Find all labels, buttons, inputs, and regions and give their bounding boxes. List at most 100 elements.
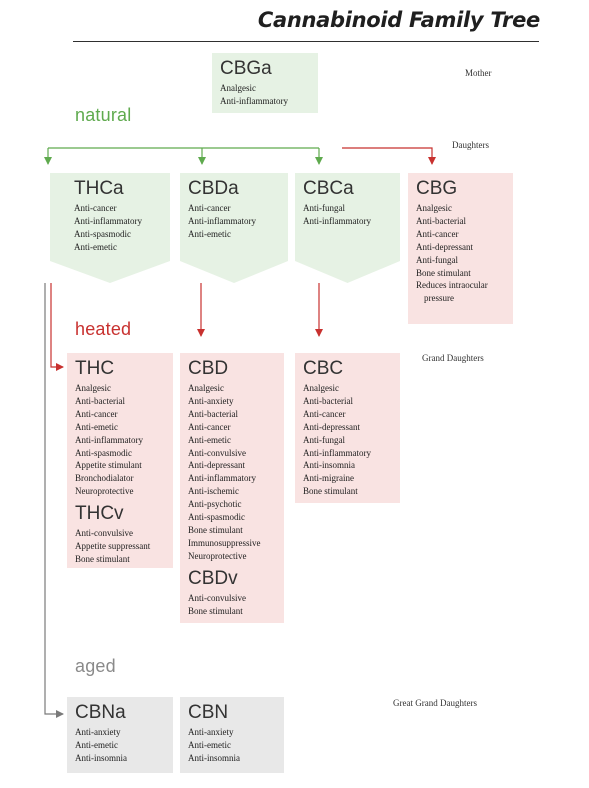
property-item: Anti-anxiety <box>188 727 234 737</box>
property-item: Anti-bacterial <box>303 395 353 406</box>
arrow-thca-to-thc <box>50 283 64 371</box>
property-list: Analgesic Anti-inflammatory <box>220 82 310 108</box>
property-item: Anti-inflammatory <box>303 215 371 226</box>
property-item: Anti-spasmodic <box>75 447 132 458</box>
property-item: Bone stimulant <box>303 486 358 497</box>
compound-box-cbd: CBD Analgesic Anti-anxiety Anti-bacteria… <box>180 353 284 623</box>
property-item: Bone stimulant <box>188 605 243 616</box>
generation-label-heated: heated <box>75 319 132 339</box>
compound-name-thcv: THCv <box>75 503 124 525</box>
property-item: Anti-emetic <box>75 421 118 432</box>
arrow-thca-to-cbna <box>44 283 64 718</box>
property-item: Anti-inflammatory <box>74 215 142 226</box>
property-list: Analgesic Anti-anxiety Anti-bacterial An… <box>188 382 276 563</box>
generation-label-natural: natural <box>75 105 132 125</box>
property-item: Anti-depressant <box>188 460 245 471</box>
property-item: Bone stimulant <box>75 553 130 564</box>
compound-box-cbga: CBGa Analgesic Anti-inflammatory <box>212 53 318 113</box>
property-item: Anti-cancer <box>74 203 117 213</box>
compound-box-thca: THCa Anti-cancer Anti-inflammatory Anti-… <box>50 173 170 283</box>
property-item: Anti-migraine <box>303 473 354 484</box>
generation-label-aged: aged <box>75 656 116 676</box>
property-item: Anti-depressant <box>416 241 473 252</box>
property-item: Anti-depressant <box>303 421 360 432</box>
property-item: Anti-spasmodic <box>188 512 245 523</box>
property-item: Analgesic <box>75 383 111 393</box>
property-item: Anti-fungal <box>303 434 345 445</box>
property-item: Anti-emetic <box>188 434 231 445</box>
property-item: Anti-insomnia <box>303 460 355 471</box>
property-item: Immunosuppressive <box>188 537 261 548</box>
property-item: Anti-convulsive <box>188 447 246 458</box>
property-item: Appetite suppressant <box>75 541 151 552</box>
property-item: Bone stimulant <box>416 267 471 278</box>
relation-label-daughters: Daughters <box>452 140 489 150</box>
property-list: Anti-fungal Anti-inflammatory <box>303 202 392 228</box>
property-item: Anti-cancer <box>75 408 118 419</box>
compound-name: CBCa <box>303 178 354 199</box>
property-item: Anti-cancer <box>188 421 231 432</box>
property-item: Analgesic <box>188 383 224 393</box>
property-item: Anti-convulsive <box>75 528 133 539</box>
relation-label-grand-daughters: Grand Daughters <box>422 353 484 363</box>
compound-box-cbda: CBDa Anti-cancer Anti-inflammatory Anti-… <box>180 173 288 283</box>
property-item: Anti-ischemic <box>188 486 239 497</box>
property-item: Reduces intraocular pressure <box>416 280 488 304</box>
property-item: Anti-insomnia <box>188 752 240 763</box>
property-item: Appetite stimulant <box>75 460 142 471</box>
compound-name: THCa <box>74 178 124 199</box>
property-list: Anti-anxiety Anti-emetic Anti-insomnia <box>75 726 165 765</box>
property-item: Anti-fungal <box>416 254 458 265</box>
compound-box-cbna: CBNa Anti-anxiety Anti-emetic Anti-insom… <box>67 697 173 773</box>
arrow-to-cbg <box>342 147 436 165</box>
relation-label-mother: Mother <box>465 68 492 78</box>
compound-name: CBD <box>188 358 229 379</box>
property-item: Anti-insomnia <box>75 752 127 763</box>
property-item: Anti-anxiety <box>188 395 234 406</box>
property-item: Anti-fungal <box>303 203 345 213</box>
page-title: Cannabinoid Family Tree <box>257 8 540 32</box>
property-item: Bronchodialator <box>75 473 134 484</box>
property-list: Analgesic Anti-bacterial Anti-cancer Ant… <box>416 202 505 305</box>
compound-name: CBDa <box>188 178 239 199</box>
property-item: Anti-inflammatory <box>75 434 143 445</box>
compound-name: CBNa <box>75 702 126 723</box>
compound-box-thc: THC Analgesic Anti-bacterial Anti-cancer… <box>67 353 173 568</box>
property-item: Anti-anxiety <box>75 727 121 737</box>
property-item: Anti-psychotic <box>188 499 242 510</box>
property-list: Anti-cancer Anti-inflammatory Anti-spasm… <box>74 202 162 254</box>
relation-label-great-grand-daughters: Great Grand Daughters <box>393 698 477 708</box>
compound-name: CBN <box>188 702 229 723</box>
property-item: Anti-inflammatory <box>188 215 256 226</box>
property-item: Anti-inflammatory <box>303 447 371 458</box>
property-item: Anti-cancer <box>303 408 346 419</box>
property-item: Anti-bacterial <box>188 408 238 419</box>
property-item: Anti-emetic <box>75 739 118 750</box>
property-item: Anti-emetic <box>188 228 231 239</box>
property-item: Anti-spasmodic <box>74 228 131 239</box>
property-list: Analgesic Anti-bacterial Anti-cancer Ant… <box>75 382 165 498</box>
property-list: Anti-anxiety Anti-emetic Anti-insomnia <box>188 726 276 765</box>
property-list-cbdv: Anti-convulsive Bone stimulant <box>188 592 276 618</box>
compound-box-cbg: CBG Analgesic Anti-bacterial Anti-cancer… <box>408 173 513 324</box>
compound-name: CBC <box>303 358 344 379</box>
property-item: Neuroprotective <box>188 550 247 561</box>
property-item: Anti-emetic <box>188 739 231 750</box>
property-item: Analgesic <box>303 383 339 393</box>
compound-name: CBGa <box>220 58 272 79</box>
property-item: Anti-bacterial <box>75 395 125 406</box>
property-item: Analgesic <box>220 83 256 93</box>
property-item: Neuroprotective <box>75 486 134 497</box>
property-list: Anti-cancer Anti-inflammatory Anti-emeti… <box>188 202 280 241</box>
title-divider <box>73 41 539 42</box>
property-item: Bone stimulant <box>188 524 243 535</box>
property-item: Anti-cancer <box>416 228 459 239</box>
property-item: Analgesic <box>416 203 452 213</box>
property-item: Anti-inflammatory <box>188 473 256 484</box>
compound-name-cbdv: CBDv <box>188 567 238 589</box>
property-item: Anti-cancer <box>188 203 231 213</box>
compound-box-cbn: CBN Anti-anxiety Anti-emetic Anti-insomn… <box>180 697 284 773</box>
property-list: Analgesic Anti-bacterial Anti-cancer Ant… <box>303 382 392 498</box>
property-list-thcv: Anti-convulsive Appetite suppressant Bon… <box>75 527 165 566</box>
